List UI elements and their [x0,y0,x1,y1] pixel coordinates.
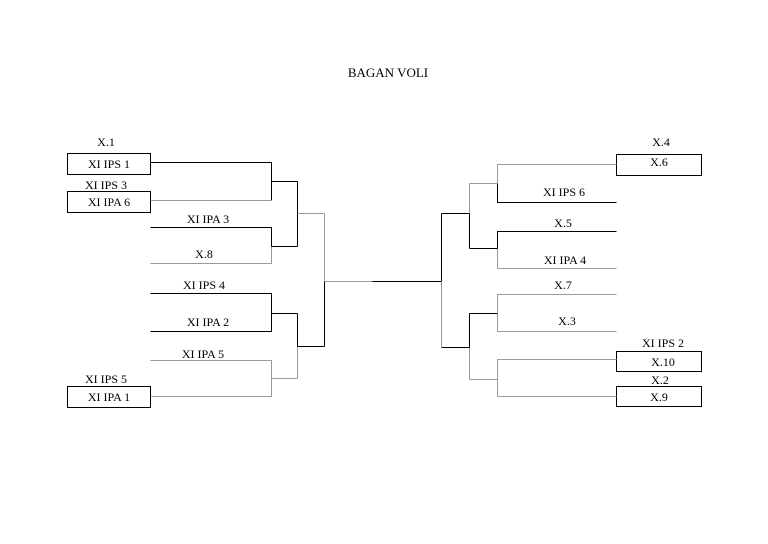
left-bye-box-1: XI IPS 1 [67,153,151,175]
left-team-label-1: XI IPA 3 [187,212,229,226]
svg-text:XI IPS 1: XI IPS 1 [88,157,130,171]
left-team-label-4: XI IPA 2 [187,315,229,329]
left-team-label-5: XI IPA 5 [182,347,224,361]
right-team-label-3: XI IPA 4 [544,253,586,267]
right-bye-label-3: X.2 [651,373,669,387]
right-bye-box-3: X.9 [616,386,702,407]
right-team-label-2: X.5 [554,216,572,230]
right-team-label-5: X.3 [558,314,576,328]
right-bye-box-1: X.6 [616,154,702,176]
bracket-title: BAGAN VOLI [348,65,428,80]
left-bye-box-2: XI IPA 6 [67,191,151,213]
right-bye-label-2: XI IPS 2 [642,336,684,350]
svg-text:XI IPA 1: XI IPA 1 [88,390,130,404]
svg-text:X.6: X.6 [650,155,668,169]
right-bracket-lines [441,164,617,397]
right-bye-label-1: X.4 [652,135,670,149]
svg-text:X.9: X.9 [650,390,668,404]
left-team-label-2: X.8 [195,247,213,261]
left-bye-box-3: XI IPA 1 [67,386,151,408]
left-bye-label-1: X.1 [97,135,115,149]
right-team-label-4: X.7 [554,278,572,292]
svg-text:XI IPA 6: XI IPA 6 [88,195,130,209]
svg-text:X.10: X.10 [651,355,675,369]
right-bye-box-2: X.10 [616,351,702,372]
left-bye-label-2: XI IPS 3 [85,178,127,192]
left-bracket-lines [150,162,325,397]
right-team-label-1: XI IPS 6 [543,185,585,199]
left-team-label-3: XI IPS 4 [183,278,225,292]
left-bye-label-3: XI IPS 5 [85,372,127,386]
